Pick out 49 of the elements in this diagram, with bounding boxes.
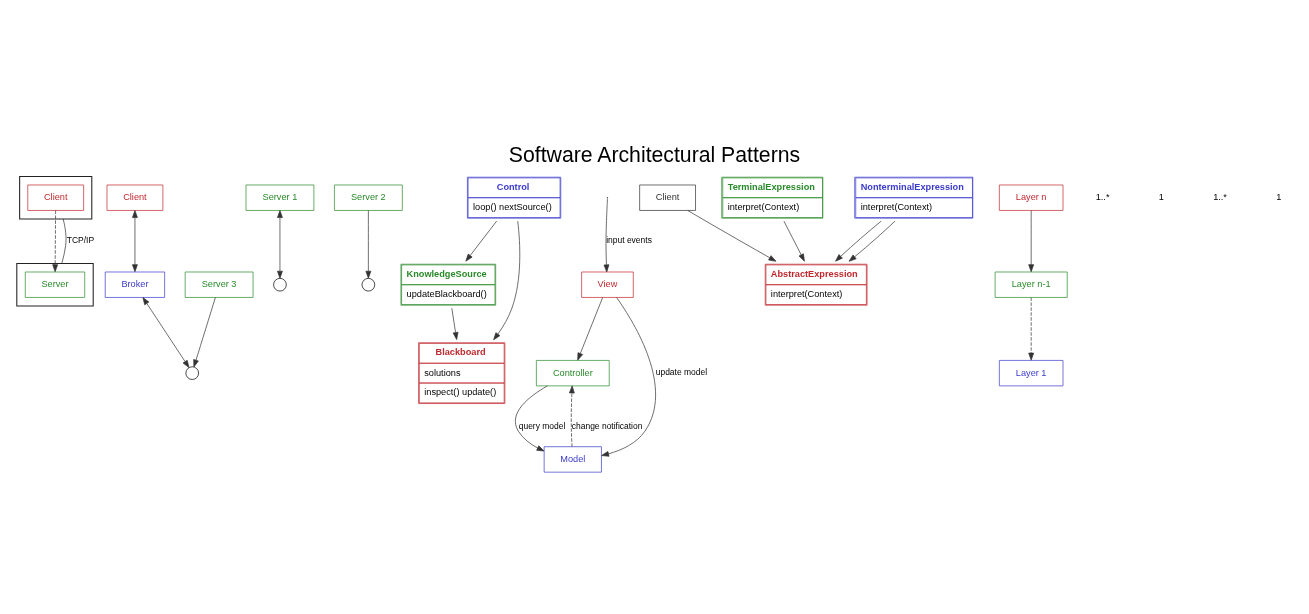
arrow: [848, 220, 896, 262]
node-box: Layer 1: [999, 360, 1064, 387]
arrow: [783, 220, 805, 262]
arrow: [515, 385, 548, 452]
node-box: Client: [106, 184, 164, 211]
label: 1: [1158, 192, 1164, 203]
arrow: [687, 210, 777, 262]
arrow: [569, 385, 575, 447]
diagram-title: Software Architectural Patterns: [508, 142, 801, 166]
label: 1..*: [1213, 192, 1227, 203]
node-box: Client: [639, 184, 696, 211]
arrow: [277, 210, 283, 279]
node-box: Broker: [104, 271, 165, 298]
node-box: Controller: [536, 360, 610, 387]
arrow: [603, 198, 610, 273]
connector: [61, 218, 67, 264]
cluster: [19, 175, 93, 220]
arrow: [465, 220, 497, 262]
arrow: [193, 297, 216, 368]
node-box: Layer n: [999, 184, 1064, 211]
node-box: Server 1: [245, 184, 315, 211]
node-box: Server: [24, 271, 86, 298]
edge-label: change notification: [571, 420, 643, 431]
node-box: Layer n-1: [994, 271, 1068, 298]
arrow: [835, 220, 882, 262]
node-box: View: [581, 271, 634, 298]
node-box: Server 2: [334, 184, 403, 211]
arrow: [1028, 210, 1034, 273]
edge-label: query model: [518, 420, 566, 431]
node-box: Server 3: [184, 271, 254, 298]
label: 1: [1276, 192, 1282, 203]
arrow: [601, 297, 656, 457]
node-box: Client: [27, 184, 84, 211]
edge-label: input events: [606, 235, 652, 246]
node-box: Model: [543, 446, 602, 473]
arrow: [142, 297, 190, 368]
node-circle: [361, 278, 376, 292]
label: 1..*: [1095, 192, 1110, 203]
arrow: [52, 210, 58, 273]
node-circle: [273, 278, 287, 292]
arrow: [493, 220, 521, 341]
arrow: [1028, 297, 1034, 361]
arrow: [577, 297, 603, 361]
arrow: [365, 210, 372, 279]
arrow: [132, 210, 138, 273]
edge-label: update model: [655, 367, 708, 378]
edge-label: TCP/IP: [66, 235, 95, 246]
arrow: [451, 307, 459, 340]
node-circle: [185, 366, 199, 380]
